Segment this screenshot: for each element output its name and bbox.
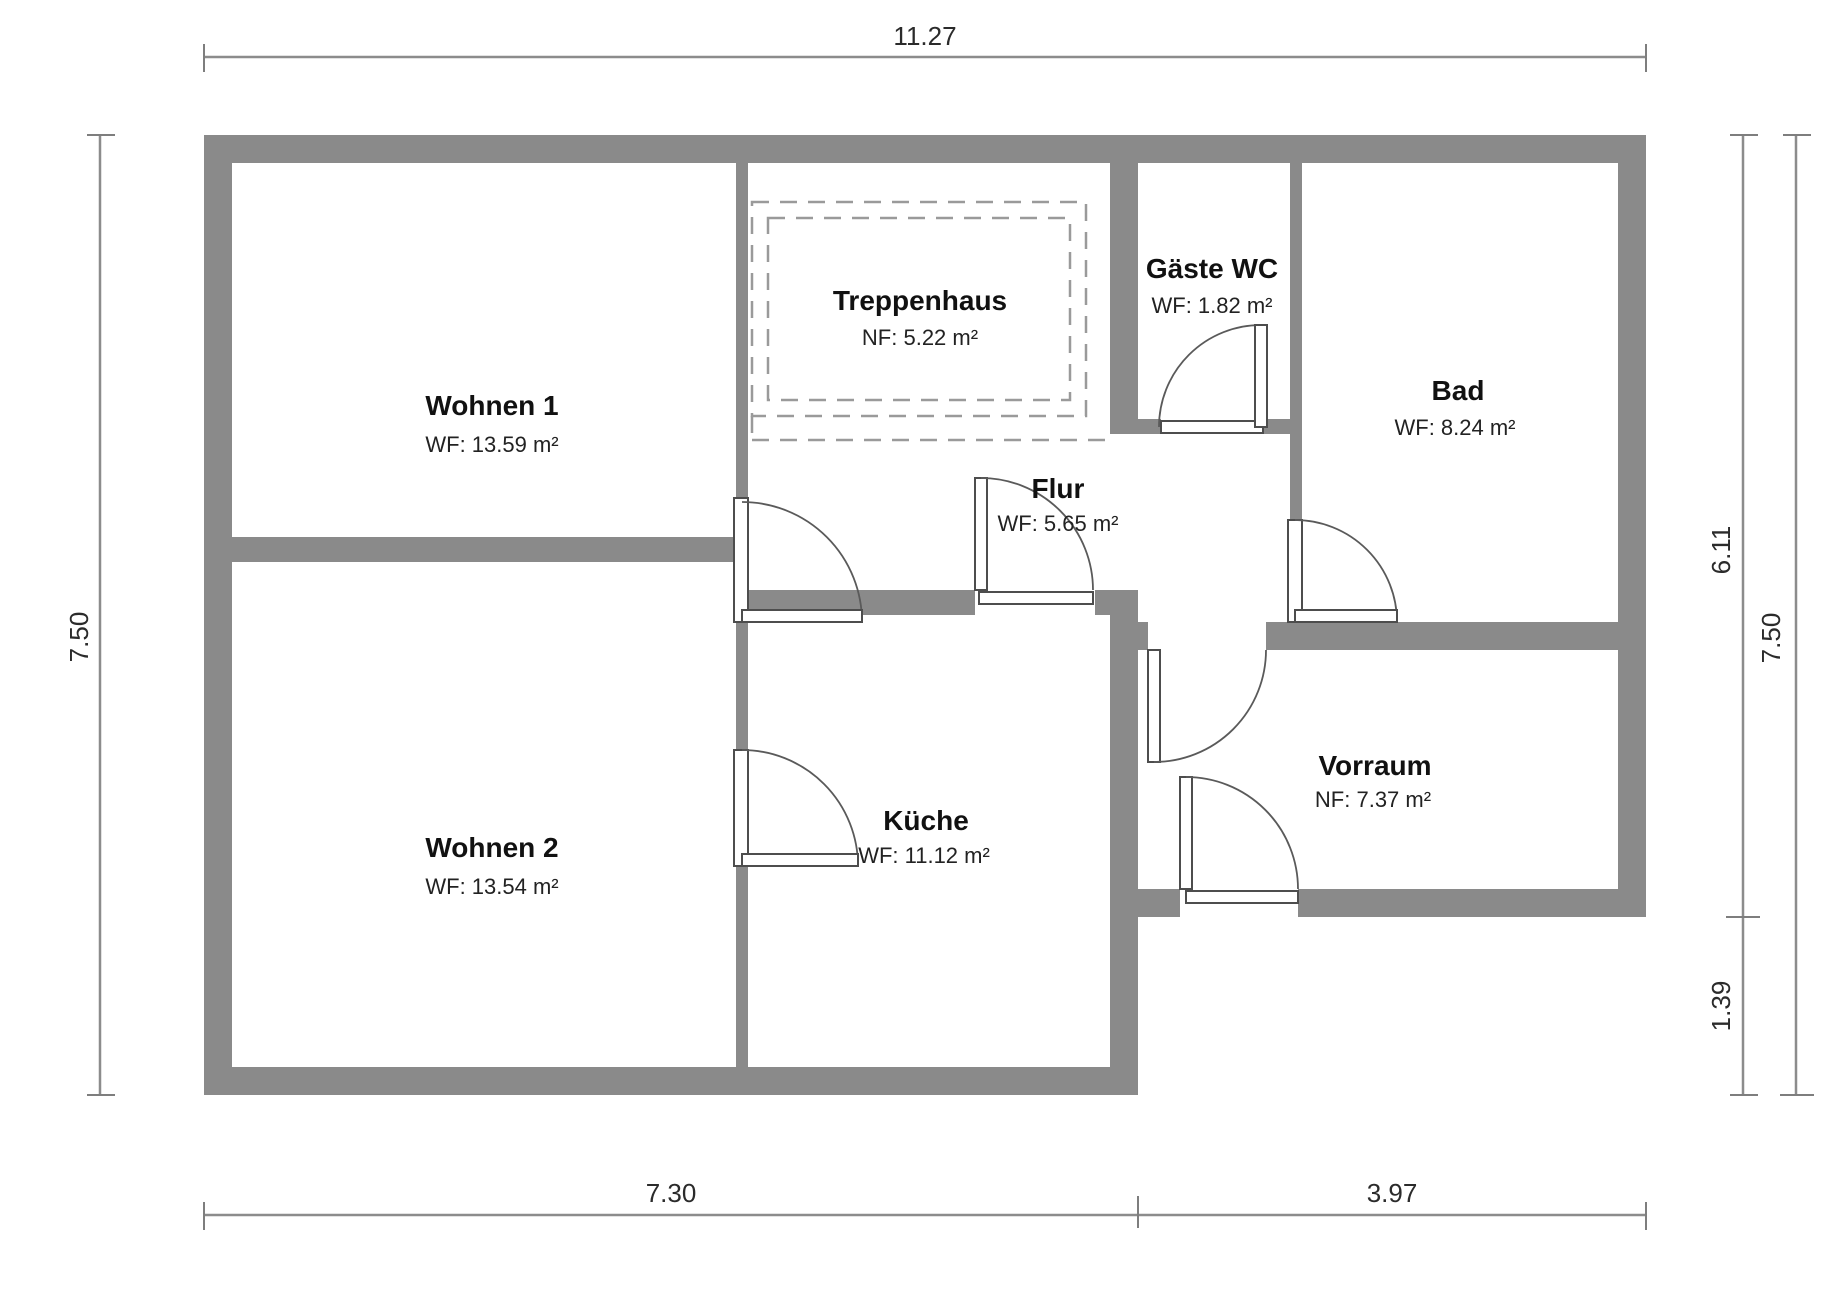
dim-right-upper-label: 6.11 xyxy=(1706,526,1736,575)
dimensions: 11.27 7.30 3.97 7.50 6.11 1.39 xyxy=(64,21,1814,1230)
room-wohnen-1: Wohnen 1 WF: 13.59 m² xyxy=(425,390,558,457)
room-vorraum-name: Vorraum xyxy=(1318,750,1431,781)
room-kueche: Küche WF: 11.12 m² xyxy=(858,805,990,868)
door-kueche xyxy=(733,749,859,867)
dim-bottom: 7.30 3.97 xyxy=(203,1178,1647,1230)
dim-right-outer: 7.50 xyxy=(1756,134,1814,1096)
treppenhaus-void-outline xyxy=(750,200,1106,442)
door-gaeste-wc-leaf-closed xyxy=(1160,420,1264,434)
wall-wc-bad-divider xyxy=(1290,163,1302,520)
door-flur-leaf-open xyxy=(974,477,988,591)
door-wohnen1-leaf-closed xyxy=(733,497,749,623)
door-bad-swing-arc xyxy=(1294,519,1398,623)
door-gaeste-wc-swing-arc xyxy=(1158,324,1262,428)
door-wohnen1-leaf-open xyxy=(741,609,863,623)
wall-flur-kueche-right-stub xyxy=(1095,590,1110,615)
wall-mid-center xyxy=(736,622,748,750)
treppenhaus-dashed-rect-inner xyxy=(766,216,1072,402)
door-flur-swing-arc xyxy=(980,477,1094,591)
room-wohnen-1-name: Wohnen 1 xyxy=(425,390,558,421)
room-gaeste-wc-area: WF: 1.82 m² xyxy=(1151,293,1272,318)
door-vorraum-upper xyxy=(1147,649,1267,763)
room-wohnen-2-name: Wohnen 2 xyxy=(425,832,558,863)
wall-vorraum-bottom-right xyxy=(1298,889,1646,917)
room-labels: Wohnen 1 WF: 13.59 m² Wohnen 2 WF: 13.54… xyxy=(425,253,1515,899)
treppenhaus-dashed-rect-outer xyxy=(750,200,1088,418)
wall-outer-bottom-left xyxy=(204,1067,1138,1095)
door-entrance-leaf-open xyxy=(1179,776,1193,890)
room-gaeste-wc: Gäste WC WF: 1.82 m² xyxy=(1146,253,1278,318)
dim-left: 7.50 xyxy=(64,134,115,1096)
room-kueche-name: Küche xyxy=(883,805,969,836)
wall-outer-right xyxy=(1618,135,1646,917)
wall-wohnen-divider xyxy=(232,537,736,562)
room-treppenhaus: Treppenhaus NF: 5.22 m² xyxy=(833,285,1007,350)
door-bad-leaf-open xyxy=(1294,609,1398,623)
wall-vorraum-bottom-left-stub xyxy=(1138,889,1180,917)
room-treppenhaus-name: Treppenhaus xyxy=(833,285,1007,316)
room-kueche-area: WF: 11.12 m² xyxy=(858,843,990,868)
dim-right-total-label: 7.50 xyxy=(1756,613,1786,664)
dim-bottom-left-label: 7.30 xyxy=(646,1178,697,1208)
dim-right-lower-label: 1.39 xyxy=(1706,981,1736,1032)
wall-mid-lower xyxy=(736,866,748,1067)
wall-outer-left xyxy=(204,135,232,1095)
door-entrance-swing-arc xyxy=(1185,776,1299,890)
door-kueche-leaf-open xyxy=(741,853,859,867)
door-gaeste-wc-leaf-open xyxy=(1254,324,1268,428)
dim-right-inner: 6.11 1.39 xyxy=(1706,134,1760,1096)
walls xyxy=(204,135,1646,1095)
wall-outer-top xyxy=(204,135,1646,163)
door-kueche-swing-arc xyxy=(741,749,859,867)
door-bad xyxy=(1287,519,1398,623)
dim-top: 11.27 xyxy=(203,21,1647,72)
dim-bottom-right-label: 3.97 xyxy=(1367,1178,1418,1208)
wall-mid-upper xyxy=(736,163,748,498)
door-vorraum-upper-leaf-open xyxy=(1147,649,1161,763)
door-vorraum-upper-swing-arc xyxy=(1153,649,1267,763)
door-wohnen1-swing-arc xyxy=(741,501,863,623)
doors xyxy=(733,324,1398,904)
door-kueche-leaf-closed xyxy=(733,749,749,867)
room-bad: Bad WF: 8.24 m² xyxy=(1394,375,1515,440)
door-wohnen1 xyxy=(733,497,863,623)
room-treppenhaus-area: NF: 5.22 m² xyxy=(862,325,978,350)
room-gaeste-wc-name: Gäste WC xyxy=(1146,253,1278,284)
room-wohnen-1-area: WF: 13.59 m² xyxy=(425,432,558,457)
room-flur: Flur WF: 5.65 m² xyxy=(997,473,1118,536)
room-vorraum: Vorraum NF: 7.37 m² xyxy=(1315,750,1432,812)
room-flur-name: Flur xyxy=(1032,473,1085,504)
room-wohnen-2: Wohnen 2 WF: 13.54 m² xyxy=(425,832,558,899)
room-wohnen-2-area: WF: 13.54 m² xyxy=(425,874,558,899)
dim-left-label: 7.50 xyxy=(64,612,94,663)
door-flur-leaf-closed xyxy=(978,591,1094,605)
wall-wc-bottom-left-stub xyxy=(1138,419,1161,434)
wall-vorraum-top-left-stub xyxy=(1138,622,1148,650)
room-vorraum-area: NF: 7.37 m² xyxy=(1315,787,1431,812)
room-flur-area: WF: 5.65 m² xyxy=(997,511,1118,536)
wall-vorraum-top xyxy=(1266,622,1618,650)
room-bad-area: WF: 8.24 m² xyxy=(1394,415,1515,440)
wall-kueche-right xyxy=(1110,590,1138,1095)
room-bad-name: Bad xyxy=(1432,375,1485,406)
door-entrance xyxy=(1179,776,1299,904)
door-flur xyxy=(974,477,1094,605)
wall-wc-left xyxy=(1110,163,1138,434)
door-entrance-leaf-closed xyxy=(1185,890,1299,904)
dim-top-label: 11.27 xyxy=(893,21,956,51)
door-gaeste-wc xyxy=(1158,324,1268,434)
door-bad-leaf-closed xyxy=(1287,519,1303,623)
